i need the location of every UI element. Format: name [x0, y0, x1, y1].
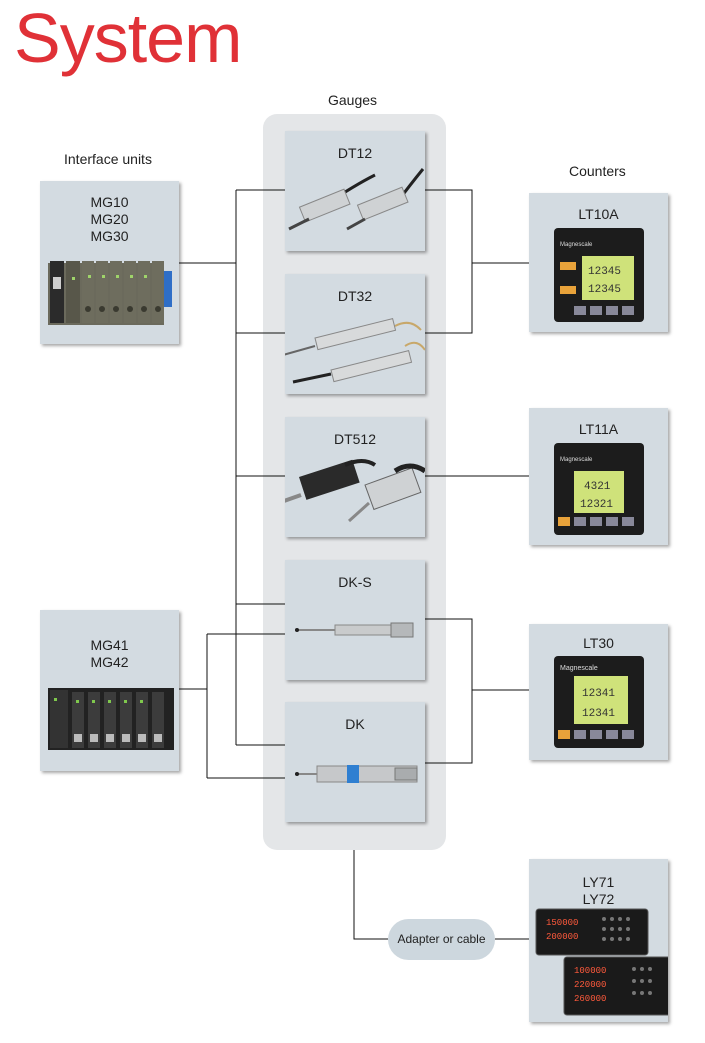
counter-display-value: 12341: [582, 688, 615, 700]
lt10a-counter-image: Magnescale 12345 12345: [554, 228, 644, 322]
gauge-dt32-box[interactable]: DT32: [285, 274, 425, 394]
counter-display-value: 4321: [584, 481, 611, 493]
gauge-dt512-box[interactable]: DT512: [285, 417, 425, 537]
dt12-gauge-image: [288, 168, 425, 231]
dt32-gauge-image: [285, 318, 425, 384]
interface-unit-mg41-box[interactable]: MG41 MG42: [40, 610, 179, 771]
counter-label: LY71: [582, 874, 615, 890]
gauge-label: DT12: [337, 145, 373, 161]
counter-label: LY72: [582, 891, 615, 907]
counter-display-value: 200000: [546, 932, 578, 942]
interface-unit-label: MG41: [90, 637, 129, 653]
counters-heading: Counters: [569, 163, 626, 179]
counter-lt10a-box[interactable]: LT10A Magnescale 12345 12345: [529, 193, 668, 332]
interface-unit-label: MG20: [90, 211, 129, 227]
gauge-label: DT32: [337, 288, 373, 304]
interface-unit-label: MG10: [90, 194, 129, 210]
counter-display-value: 12321: [580, 499, 613, 511]
counter-ly71-box[interactable]: LY71 LY72 150000 200000 100000 220000 26…: [529, 859, 668, 1022]
counter-display-value: 100000: [574, 966, 606, 976]
counter-display-value: 220000: [574, 980, 606, 990]
counter-display-value: 12345: [588, 266, 621, 278]
interface-unit-label: MG42: [90, 654, 129, 670]
counter-label: LT30: [583, 635, 614, 651]
counter-brand: Magnescale: [560, 242, 593, 248]
counter-lt11a-box[interactable]: LT11A Magnescale 4321 12321: [529, 408, 668, 545]
ly71-counter-image: 150000 200000 100000 220000 260000: [535, 908, 668, 1016]
gauges-heading: Gauges: [328, 92, 378, 108]
gauge-dk-s-box[interactable]: DK-S: [285, 560, 425, 680]
dt512-gauge-image: [285, 459, 425, 523]
lt11a-counter-image: Magnescale 4321 12321: [554, 443, 644, 535]
page-title: System: [14, 0, 242, 77]
dk-gauge-image: [295, 765, 418, 783]
gauge-label: DK: [345, 716, 365, 732]
mg10-unit-image: [48, 261, 172, 325]
counter-display-value: 12341: [582, 708, 615, 720]
counter-display-value: 12345: [588, 284, 621, 296]
gauge-label: DK-S: [338, 574, 372, 590]
counter-label: LT10A: [578, 206, 619, 222]
interface-unit-mg10-box[interactable]: MG10 MG20 MG30: [40, 181, 179, 344]
counter-brand: Magnescale: [560, 457, 593, 463]
counter-display-value: 260000: [574, 994, 606, 1004]
interface-unit-label: MG30: [90, 228, 129, 244]
adapter-or-cable[interactable]: Adapter or cable: [388, 919, 495, 960]
counter-display-value: 150000: [546, 918, 578, 928]
interface-units-heading: Interface units: [64, 151, 152, 167]
gauge-dk-box[interactable]: DK: [285, 702, 425, 822]
gauge-label: DT512: [333, 431, 377, 447]
dk-s-gauge-image: [295, 622, 414, 638]
lt30-counter-image: Magnescale 12341 12341: [554, 656, 644, 748]
counter-label: LT11A: [578, 421, 619, 437]
gauge-dt12-box[interactable]: DT12: [285, 131, 425, 251]
counter-brand: Magnescale: [560, 665, 598, 672]
counter-lt30-box[interactable]: LT30 Magnescale 12341 12341: [529, 624, 668, 760]
mg41-unit-image: [48, 688, 174, 750]
